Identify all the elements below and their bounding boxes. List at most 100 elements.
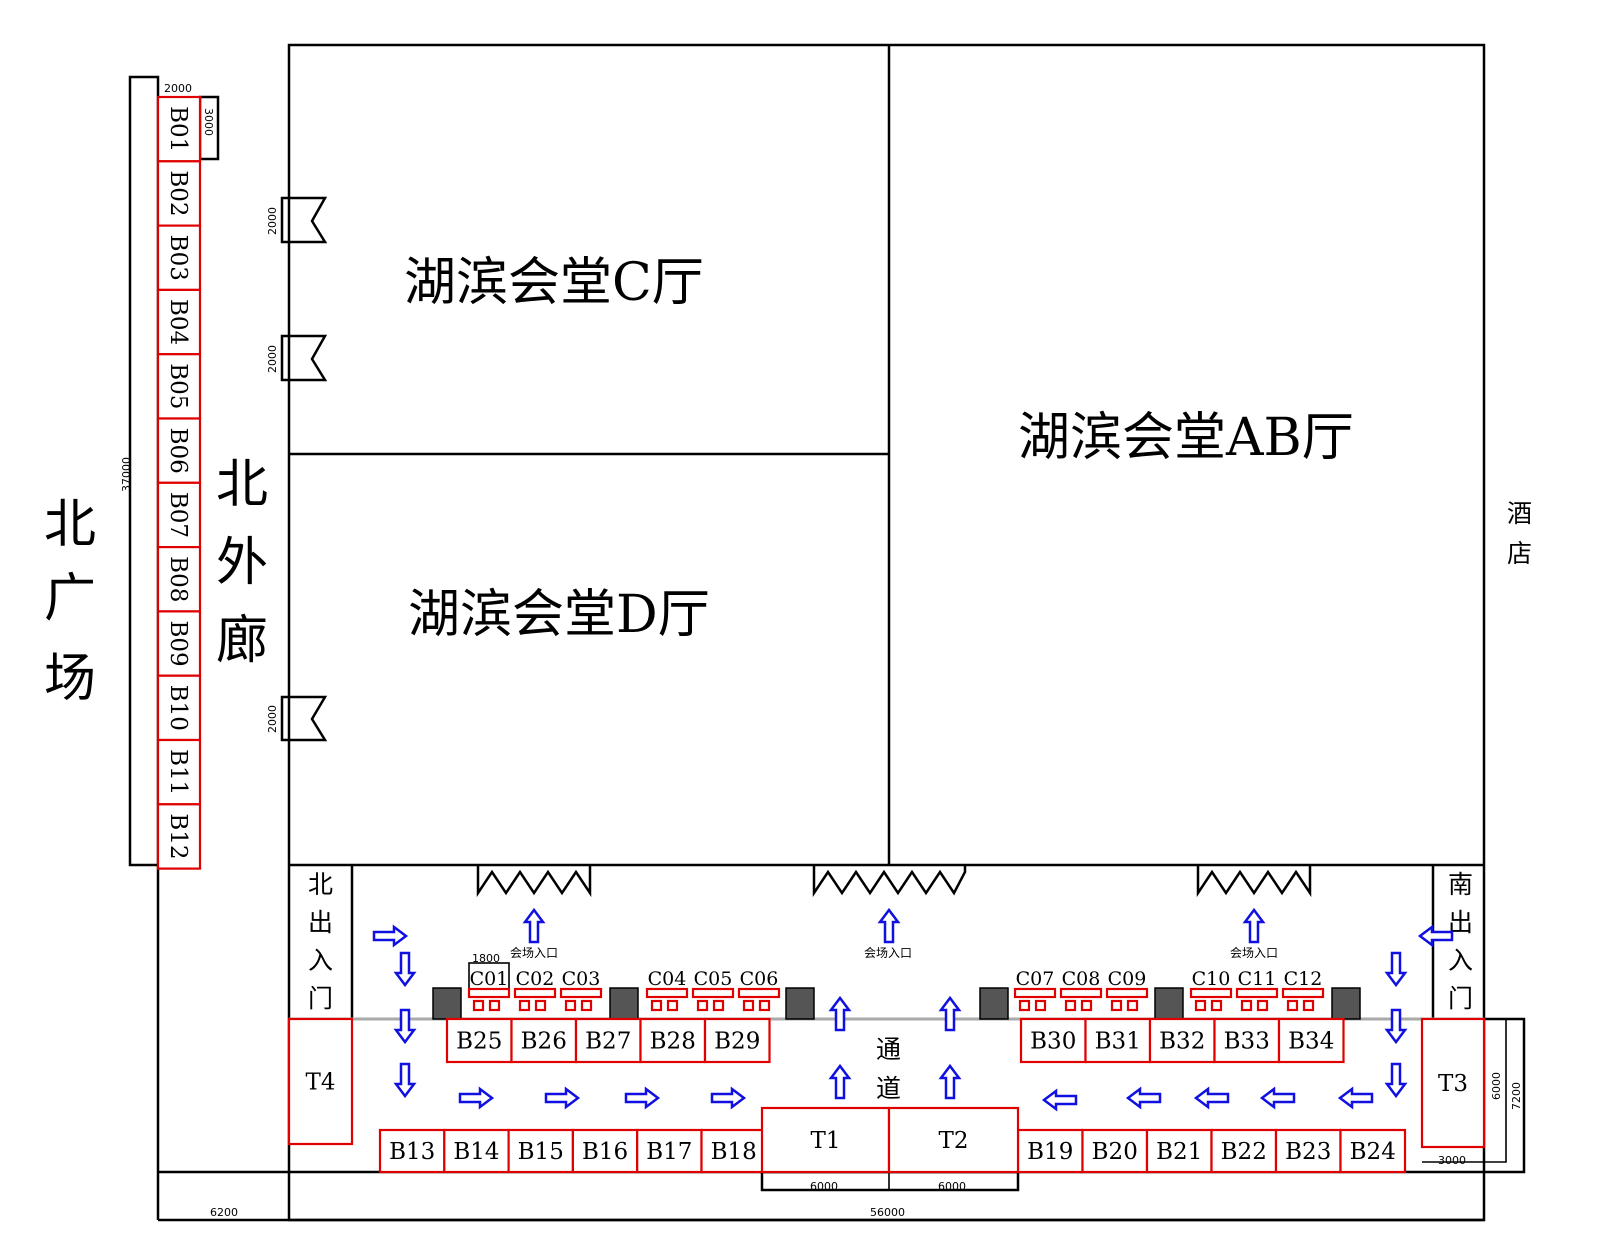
booth-t4-label: T4 [306,1070,336,1096]
booth-b13: B13 [378,1128,446,1174]
arrow-u [938,1063,962,1100]
arrow-d [393,951,417,988]
pillar [1154,987,1184,1020]
booth-c06-label: C06 [740,968,779,990]
booth-b24-label: B24 [1350,1139,1396,1165]
flow-arrows [372,907,1454,1112]
booth-c04: C04 [645,968,689,1012]
pillar [785,987,815,1020]
booth-c03: C03 [559,968,603,1012]
booth-b15-label: B15 [518,1139,564,1165]
booth-c09: C09 [1105,968,1149,1012]
booth-t3-label: T3 [1438,1071,1468,1097]
booth-b31: B31 [1084,1017,1152,1064]
hotel-label: 酒 店 [1507,499,1532,568]
booth-b22: B22 [1210,1128,1278,1174]
arrow-r [544,1086,581,1110]
svg-text:店: 店 [1507,539,1532,568]
booth-b03: B03 [156,224,202,292]
pillar [1331,987,1361,1020]
booth-c02-label: C02 [516,968,555,990]
booth-c07: C07 [1013,968,1057,1012]
booth-c05: C05 [691,968,735,1012]
dim-door-1: 2000 [266,207,279,235]
booth-b34: B34 [1277,1017,1345,1064]
dim-3000-side: 3000 [202,108,215,136]
svg-text:北: 北 [44,495,96,555]
booth-b32: B32 [1148,1017,1216,1064]
booth-b24: B24 [1339,1128,1407,1174]
booth-b16: B16 [571,1128,639,1174]
svg-text:廊: 廊 [216,611,268,671]
booth-b27: B27 [574,1017,642,1064]
booth-b17-label: B17 [646,1139,692,1165]
arrow-d [1384,1062,1408,1099]
booth-b20-label: B20 [1092,1139,1138,1165]
booth-c10: C10 [1189,968,1233,1012]
booth-t3: T3 [1420,1017,1486,1149]
arrow-u [1242,907,1266,944]
arrow-u [828,1063,852,1100]
pillars [432,987,1361,1020]
booth-b18-label: B18 [711,1139,757,1165]
booth-b26: B26 [510,1017,578,1064]
booth-t2: T2 [887,1106,1020,1174]
booth-b07-label: B07 [165,492,191,538]
booth-b10: B10 [156,674,202,742]
entrance-label-1: 会场入口 [510,946,558,960]
dim-6000-t3: 6000 [1490,1072,1503,1100]
booth-b09: B09 [156,610,202,677]
booth-b09-label: B09 [165,620,191,666]
booth-b30-label: B30 [1030,1029,1076,1055]
dim-7200: 7200 [1510,1082,1523,1110]
arrow-l [1417,924,1454,948]
booth-c08: C08 [1059,968,1103,1012]
svg-text:外: 外 [216,533,268,593]
booth-c08-label: C08 [1062,968,1101,990]
arrow-l [1337,1086,1374,1110]
dim-1800: 1800 [472,952,500,965]
dim-door-2: 2000 [266,345,279,373]
arrow-l [1041,1088,1078,1112]
booth-b07: B07 [156,481,202,549]
booth-c12: C12 [1281,968,1325,1012]
booth-t4: T4 [287,1017,354,1146]
booth-b10-label: B10 [165,685,191,731]
svg-text:南: 南 [1448,870,1473,899]
dim-6200: 6200 [210,1206,238,1219]
dim-6000-t1: 6000 [810,1180,838,1193]
arrow-r [624,1086,661,1110]
booth-c11-label: C11 [1238,968,1277,990]
dim-3000-t3: 3000 [1438,1154,1466,1167]
north-entrance-label: 北 出 入 门 [308,870,333,1013]
dim-2000-top: 2000 [164,82,192,95]
booth-b27-label: B27 [585,1029,631,1055]
booth-c01: C01 [467,962,511,1012]
dim-door-3: 2000 [266,705,279,733]
booth-c10-label: C10 [1192,968,1231,990]
arrow-r [372,924,409,948]
booth-b08-label: B08 [165,556,191,602]
booth-b06-label: B06 [165,428,191,474]
booth-b02-label: B02 [165,170,191,216]
booth-b03-label: B03 [165,235,191,281]
arrow-u [828,995,852,1032]
booth-c03-label: C03 [562,968,601,990]
side-doors: 2000 2000 2000 [266,196,328,742]
svg-text:北: 北 [216,455,268,515]
booth-c09-label: C09 [1108,968,1147,990]
passage-label: 通 道 [876,1035,901,1103]
booth-b29-label: B29 [714,1029,760,1055]
pillar [432,987,462,1020]
booth-b29: B29 [703,1017,771,1064]
booth-c04-label: C04 [648,968,687,990]
svg-text:门: 门 [1448,984,1473,1013]
booth-b23: B23 [1274,1128,1342,1174]
booth-b32-label: B32 [1159,1029,1205,1055]
arrow-d [393,1008,417,1045]
arrow-l [1259,1086,1296,1110]
pillar [979,987,1009,1020]
arrow-r [710,1086,747,1110]
